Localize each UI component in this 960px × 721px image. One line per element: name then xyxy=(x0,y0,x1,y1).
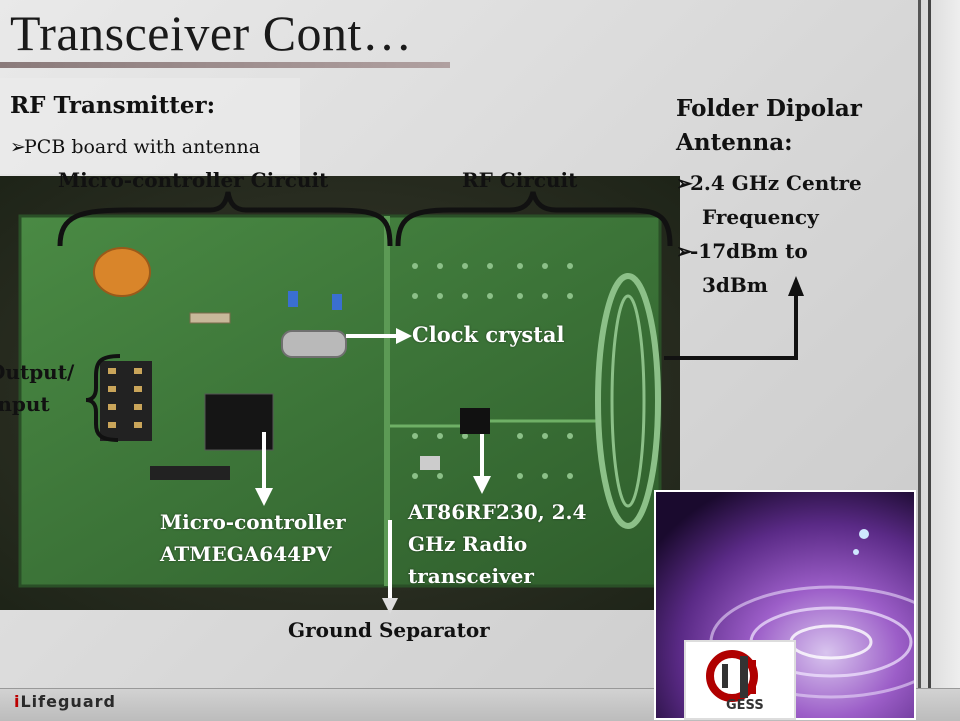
rf-transmitter-heading: RF Transmitter: xyxy=(10,92,216,119)
gess-logo: GESS xyxy=(684,640,796,720)
microcontroller-line1: Micro-controller xyxy=(160,510,346,534)
gess-logo-icon xyxy=(706,650,758,702)
rf-bullet: ➢PCB board with antenna xyxy=(10,136,260,158)
antenna-bullet-1-line1: 2.4 GHz Centre xyxy=(690,171,862,195)
radio-transceiver-label: AT86RF230, 2.4 GHz Radio transceiver xyxy=(408,496,586,592)
bullet-arrow-icon: ➢ xyxy=(10,136,26,158)
slide-right-frame xyxy=(918,0,960,720)
rf-bullet-text: PCB board with antenna xyxy=(24,136,261,158)
pcb-photo-drawing xyxy=(0,176,680,610)
antenna-heading-line2: Antenna: xyxy=(676,129,793,156)
pcb-photo xyxy=(0,176,680,610)
lifeguard-logo-i: i xyxy=(14,692,21,711)
microcontroller-line2: ATMEGA644PV xyxy=(160,542,332,566)
clock-crystal-label: Clock crystal xyxy=(412,322,565,347)
rf-heading-bg xyxy=(0,78,300,174)
micro-circuit-label: Micro-controller Circuit xyxy=(58,168,329,192)
lifeguard-logo-text: Lifeguard xyxy=(20,692,116,711)
bullet-arrow-icon: ➢ xyxy=(676,239,693,263)
ground-separator-label: Ground Separator xyxy=(288,618,490,642)
bullet-arrow-icon: ➢ xyxy=(676,171,693,195)
slide-right-frame-line xyxy=(928,0,931,720)
rf-circuit-label: RF Circuit xyxy=(462,168,578,192)
output-input-label: Output/ Input xyxy=(0,356,74,420)
lifeguard-logo: iLifeguard xyxy=(14,692,116,711)
output-input-line2: Input xyxy=(0,392,50,416)
radio-line1: AT86RF230, 2.4 xyxy=(408,500,587,524)
microcontroller-label: Micro-controller ATMEGA644PV xyxy=(160,506,346,570)
radio-line3: transceiver xyxy=(408,564,534,588)
antenna-bullet-2-line1: -17dBm to xyxy=(690,239,808,263)
antenna-bullet-1-line2: Frequency xyxy=(702,205,819,229)
antenna-bullet-2: ➢-17dBm to 3dBm xyxy=(676,234,808,302)
output-input-line1: Output/ xyxy=(0,360,75,384)
slide-title: Transceiver Cont… xyxy=(10,5,413,61)
antenna-bullet-1: ➢2.4 GHz Centre Frequency xyxy=(676,166,862,234)
antenna-heading-line1: Folder Dipolar xyxy=(676,95,862,122)
antenna-heading: Folder Dipolar Antenna: xyxy=(676,92,862,160)
gess-logo-text: GESS xyxy=(726,698,764,713)
radio-line2: GHz Radio xyxy=(408,532,528,556)
antenna-bullet-2-line2: 3dBm xyxy=(702,273,768,297)
title-underline xyxy=(0,62,450,68)
